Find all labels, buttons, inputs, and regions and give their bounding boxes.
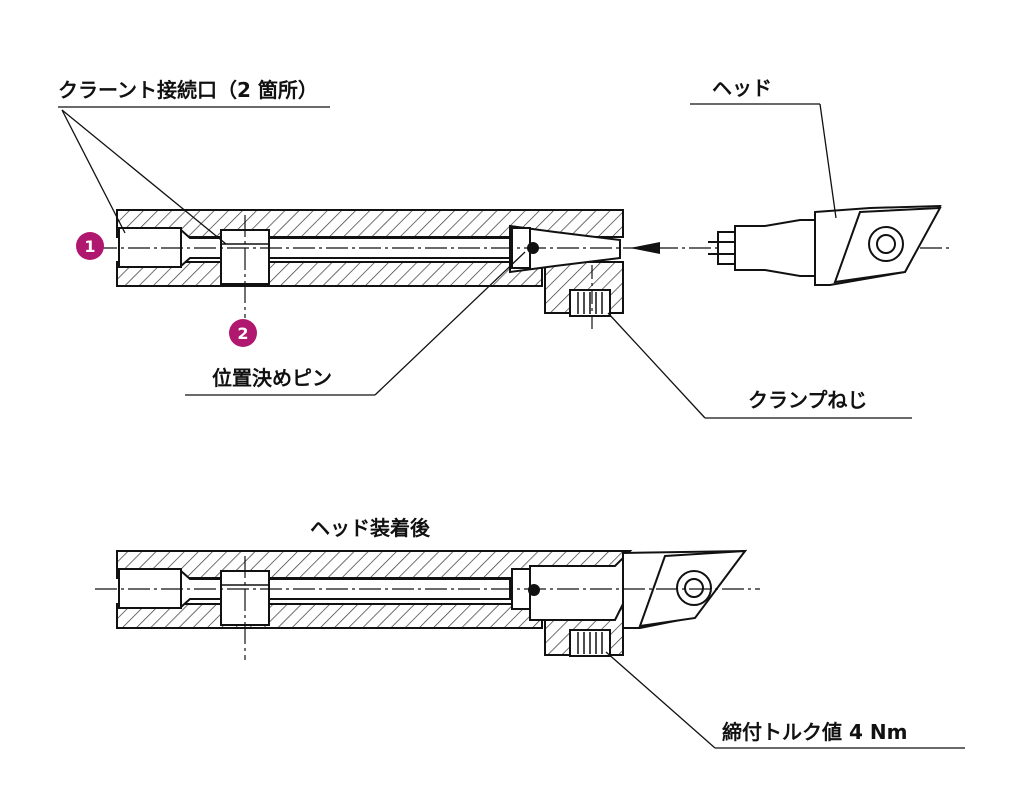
toolholder-body-assembled <box>95 549 760 660</box>
leader-lines-top <box>58 103 912 419</box>
leader-lines-bottom <box>605 651 965 749</box>
marker-1: 1 <box>76 232 104 260</box>
after-head-mounted-label: ヘッド装着後 <box>310 516 430 540</box>
coolant-port-label: クラーント接続口（2 箇所） <box>58 78 318 102</box>
clamp-screw-label: クランプねじ <box>748 388 868 412</box>
tightening-torque-label: 締付トルク値 4 Nm <box>722 720 908 744</box>
locating-pin-label: 位置決めピン <box>212 366 332 390</box>
cutting-head-detached <box>708 204 942 286</box>
marker-2: 2 <box>229 319 257 347</box>
head-label: ヘッド <box>712 76 772 100</box>
